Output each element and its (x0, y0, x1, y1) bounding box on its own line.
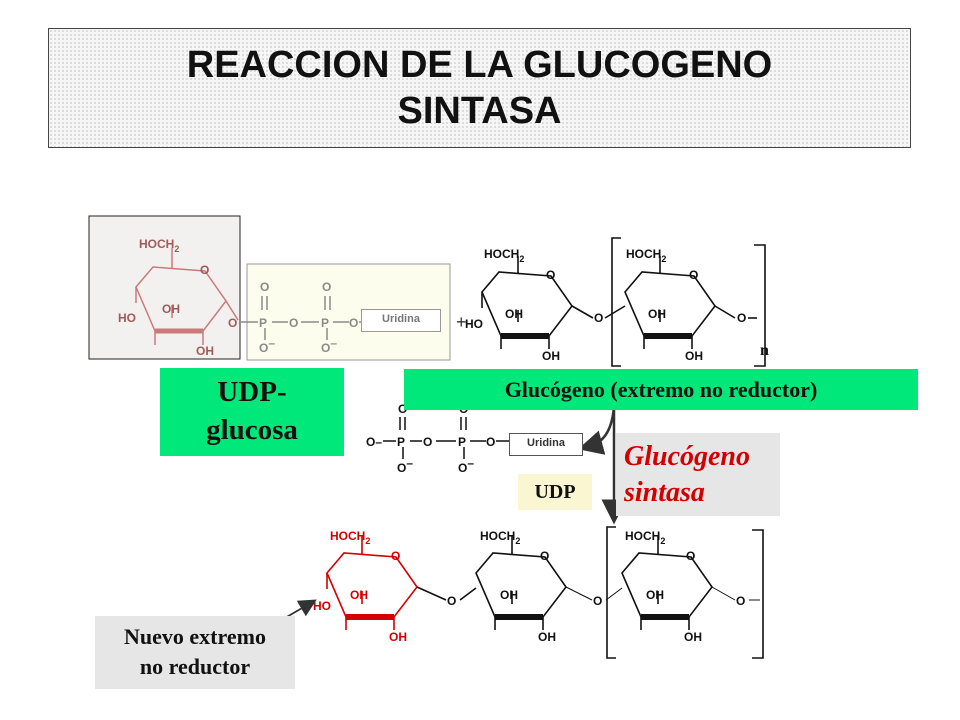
glycogen-bottom-ring-2 (621, 536, 760, 630)
udp-glucose-bridge-o: O (289, 316, 298, 330)
glycogen-top-oh-c3-1: OH (542, 349, 560, 363)
released-udp-p1: P (397, 435, 405, 449)
plus-sign: + (456, 312, 467, 332)
glycogen-top-ring-1 (481, 256, 626, 349)
released-udp-o-minus-2: O– (458, 456, 474, 475)
udp-glucose-oxo-2: O (322, 280, 331, 294)
uridina-label-middle: Uridina (509, 433, 583, 456)
glycogen-top-terminal-o: O (737, 311, 746, 325)
glycogen-top-oh-c3-2: OH (685, 349, 703, 363)
released-udp-p2: P (458, 435, 466, 449)
enzyme-label: Glucógeno sintasa (616, 433, 780, 516)
new-glucose-ring-o: O (391, 549, 400, 563)
glycogen-top-brackets (611, 237, 766, 367)
glycogen-top-ring-o-2: O (689, 268, 698, 282)
udp-glucose-ring-o: O (200, 263, 209, 277)
glycogen-top-ho-c4: HO (465, 317, 483, 331)
released-udp-o-minus-1: O– (397, 456, 413, 475)
new-glucose-bridge-o: O (447, 594, 456, 608)
released-udp-pyrophosphate (383, 417, 509, 459)
glycogen-bottom-ring-1 (475, 536, 623, 630)
new-glucose-ho-c4: HO (313, 599, 331, 613)
glycogen-top-oh-c2-2: OH (648, 307, 666, 321)
udp-glucose-ester-o: O (349, 316, 358, 330)
udp-glucose-oxo-1: O (260, 280, 269, 294)
glycogen-top-ring-o-1: O (546, 268, 555, 282)
nuevo-extremo-label: Nuevo extremo no reductor (95, 616, 295, 689)
udp-glucose-p1: P (259, 316, 267, 330)
glycogen-bottom-ring-o-1: O (540, 549, 549, 563)
released-udp-terminal-o: O– (366, 435, 382, 449)
pointer-arrow (284, 599, 317, 619)
udp-glucosa-label: UDP- glucosa (160, 368, 344, 456)
glycogen-top-oh-c2-1: OH (505, 307, 523, 321)
udp-glucose-oh-c2: OH (162, 302, 180, 316)
glycogen-bottom-terminal-o: O (736, 594, 745, 608)
glycogen-top-hoch2-1: HOCH2 (484, 247, 524, 264)
title-banner: REACCION DE LA GLUCOGENO SINTASA (48, 28, 911, 148)
glycogen-bottom-hoch2-2: HOCH2 (625, 529, 665, 546)
uridina-label-top: Uridina (361, 309, 441, 332)
glycogen-top-hoch2-2: HOCH2 (626, 247, 666, 264)
glucogeno-extremo-label: Glucógeno (extremo no reductor) (404, 369, 918, 410)
released-udp-bridge-o: O (423, 435, 432, 449)
new-glucose-ring (326, 536, 418, 630)
udp-label: UDP (518, 474, 592, 510)
new-glucose-glycosidic-bond (416, 586, 477, 601)
new-glucose-oh-c3: OH (389, 630, 407, 644)
released-udp-ester-o: O (486, 435, 495, 449)
udp-glucose-hoch2: HOCH2 (139, 237, 179, 254)
glycogen-bottom-hoch2-1: HOCH2 (480, 529, 520, 546)
glycogen-bottom-oh-c3-1: OH (538, 630, 556, 644)
glycogen-bottom-bridge-o: O (593, 594, 602, 608)
glycogen-top-bridge-o: O (594, 311, 603, 325)
new-glucose-oh-c2: OH (350, 588, 368, 602)
glycogen-bottom-oh-c2-1: OH (500, 588, 518, 602)
udp-glucose-o-minus-1: O– (259, 336, 275, 355)
udp-glucose-pyrophosphate (241, 296, 362, 340)
udp-glucose-sugar-panel (88, 215, 241, 360)
glycogen-bottom-ring-o-2: O (686, 549, 695, 563)
new-glucose-hoch2: HOCH2 (330, 529, 370, 546)
released-udp-oxo-1: O (398, 402, 407, 416)
udp-glucose-ring (135, 248, 239, 345)
glycogen-bottom-brackets (606, 526, 764, 659)
udp-glucose-anomeric-o: O (228, 316, 237, 330)
udp-glucose-ho-c4: HO (118, 311, 136, 325)
udp-glucose-p2: P (321, 316, 329, 330)
udp-glucose-o-minus-2: O– (321, 336, 337, 355)
glycogen-top-ring-2 (624, 256, 757, 349)
glycogen-bottom-oh-c2-2: OH (646, 588, 664, 602)
glycogen-bottom-oh-c3-2: OH (684, 630, 702, 644)
udp-glucose-oh-c3: OH (196, 344, 214, 358)
n-repeat-label: n (760, 342, 769, 359)
page-title: REACCION DE LA GLUCOGENO SINTASA (186, 44, 773, 132)
